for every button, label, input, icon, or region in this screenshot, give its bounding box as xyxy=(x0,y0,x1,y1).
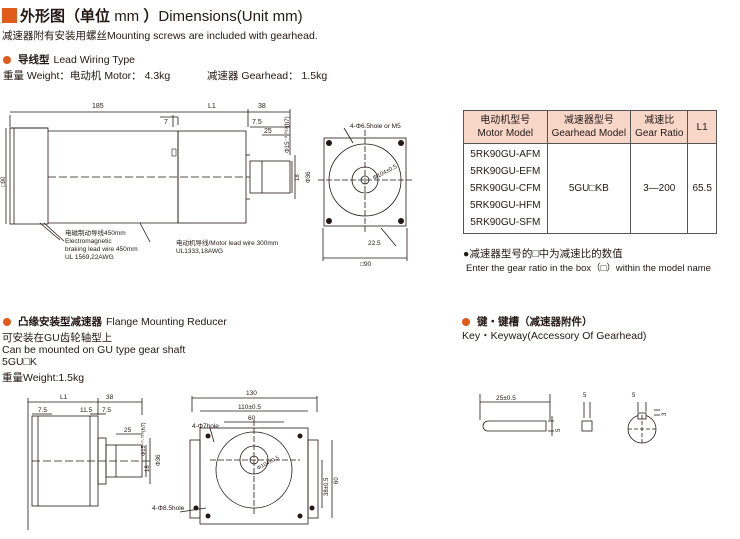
key-25: 25±0.5 xyxy=(496,395,516,402)
fdim-25: 25 xyxy=(124,427,132,434)
flange-line2: Can be mounted on GU type gear shaft xyxy=(2,344,186,356)
ffront-hole8: 4-Φ8.5hole xyxy=(152,505,185,512)
dim-18: 18 xyxy=(295,174,301,181)
th-ratio-cn: 减速比 xyxy=(644,115,675,126)
th-gear-en: Gearhead Model xyxy=(551,128,627,139)
motor-model: 5RK90GU-SFM xyxy=(470,217,541,228)
th-gear-cn: 减速器型号 xyxy=(563,115,614,126)
dim-7-5: 7.5 xyxy=(252,119,262,126)
dim-185: 185 xyxy=(92,103,104,110)
ffront-60v: 60 xyxy=(334,477,340,484)
motor-wire-ul: UL1333,18AWG xyxy=(176,248,223,255)
l1-value: 65.5 xyxy=(687,143,717,234)
title-en: Dimensions(Unit mm) xyxy=(158,8,303,25)
front-sq90: □90 xyxy=(360,261,372,268)
flange-heading: 凸缘安装型减速器 Flange Mounting Reducer xyxy=(3,314,227,329)
lead-weight-gear: 减速器 Gearhead： 1.5kg xyxy=(207,70,328,82)
th-motor-cn: 电动机型号 xyxy=(480,115,531,126)
brake-wire-en2: braking lead wire 450mm xyxy=(65,246,138,253)
front-hole-label: 4-Φ6.5hole or M5 xyxy=(350,123,401,130)
dim-l1: L1 xyxy=(208,103,216,110)
lead-weight-motor: 重量 Weight：电动机 Motor： 4.3kg xyxy=(3,70,171,82)
brake-wire-ul: UL 1569,22AWG xyxy=(65,254,114,261)
title-unit: mm xyxy=(114,8,140,25)
motor-model: 5RK90GU-AFM xyxy=(470,149,541,160)
brake-wire-en1: Electromagnetic xyxy=(65,238,112,245)
motor-front-drawing: 4-Φ6.5hole or M5 Φ104±0.5 22.5 □90 xyxy=(318,123,414,268)
note-en: Enter the gear ratio in the box（□）within… xyxy=(466,263,711,274)
dim-38: 38 xyxy=(258,103,266,110)
th-ratio-en: Gear Ratio xyxy=(635,128,684,139)
lead-heading-en: Lead Wiring Type xyxy=(53,53,136,66)
dim-phi36: Φ36 xyxy=(306,171,312,183)
fdim-7-5b: 7.5 xyxy=(102,407,111,414)
flange-heading-en: Flange Mounting Reducer xyxy=(106,315,227,328)
key-drawing: 25±0.5 5 5 5 3 xyxy=(479,393,668,444)
brake-wire-cn: 电磁制动导线450mm xyxy=(65,228,126,237)
key-heading-cn: 键・键槽（减速器附件） xyxy=(477,316,593,328)
ffront-hole7: 4-Φ7hole xyxy=(192,423,219,430)
ffront-pcd: Φ104±0.5 xyxy=(256,455,280,472)
dim-sq90: □90 xyxy=(1,176,7,187)
fdim-l1: L1 xyxy=(60,394,68,401)
flange-line1: 可安装在GU齿轮轴型上 xyxy=(2,332,113,344)
th-ratio: 减速比 Gear Ratio xyxy=(630,110,689,144)
key-heading: 键・键槽（减速器附件） xyxy=(462,314,597,329)
dim-7: 7 xyxy=(164,119,168,126)
fdim-phi36: Φ36 xyxy=(156,454,162,466)
th-l1: L1 xyxy=(687,110,717,144)
motor-model: 5RK90GU-HFM xyxy=(470,200,541,211)
subtitle: 减速器附有安装用螺丝Mounting screws are included w… xyxy=(2,30,318,42)
key-3: 3 xyxy=(662,412,668,416)
flange-line3: 5GU□K xyxy=(2,356,37,368)
note-cn: ●减速器型号的□中为减速比的数值 xyxy=(463,248,623,260)
ffront-38: 38±0.5 xyxy=(324,477,330,496)
dim-phi15: Φ15⁻⁰·⁰¹⁸(h7) xyxy=(284,116,291,153)
fdim-38: 38 xyxy=(106,394,114,401)
key-heading-en: Key・Keyway(Accessory Of Gearhead) xyxy=(462,330,647,342)
motor-wire-label: 电动机导线/Motor lead wire 300mm xyxy=(176,238,278,247)
gear-ratio: 3—200 xyxy=(630,143,689,234)
motor-model: 5RK90GU-CFM xyxy=(470,183,541,194)
ffront-130: 130 xyxy=(246,390,257,397)
flange-line4: 重量Weight:1.5kg xyxy=(2,372,85,384)
fdim-11-5: 11.5 xyxy=(80,407,93,414)
bullet-dot xyxy=(462,317,470,326)
title-close: ） xyxy=(143,8,159,25)
flange-front-drawing: 130 110±0.5 60 4-Φ7hole Φ104±0.5 4-Φ8.5h… xyxy=(152,390,340,525)
key-5a: 5 xyxy=(556,428,562,432)
title-marker xyxy=(2,8,17,23)
dim-25: 25 xyxy=(264,128,272,135)
bullet-dot xyxy=(3,317,11,326)
th-motor-en: Motor Model xyxy=(477,128,534,139)
title-cn: 外形图（单位 xyxy=(20,8,111,25)
fdim-18: 18 xyxy=(145,465,151,472)
front-d22-5: 22.5 xyxy=(368,240,381,247)
flange-side-drawing: L1 38 7.5 11.5 7.5 25 Φ15⁻⁰·⁰¹⁸(h7) 18 Φ… xyxy=(27,394,162,530)
title-text: 外形图（单位 mm ）Dimensions(Unit mm) xyxy=(20,5,303,26)
bullet-dot xyxy=(3,55,11,64)
ffront-110: 110±0.5 xyxy=(238,404,261,411)
lead-heading: 导线型 Lead Wiring Type xyxy=(3,52,135,67)
motor-model-list: 5RK90GU-AFM 5RK90GU-EFM 5RK90GU-CFM 5RK9… xyxy=(463,143,548,234)
lead-heading-cn: 导线型 xyxy=(18,54,50,66)
fdim-phi15: Φ15⁻⁰·⁰¹⁸(h7) xyxy=(140,422,147,456)
page-title: 外形图（单位 mm ）Dimensions(Unit mm) xyxy=(2,5,303,26)
key-5c: 5 xyxy=(632,393,636,399)
model-table: 电动机型号 Motor Model 减速器型号 Gearhead Model 减速比… xyxy=(463,110,717,234)
gearhead-model: 5GU□KB xyxy=(546,143,632,234)
flange-heading-cn: 凸缘安装型减速器 xyxy=(18,316,102,328)
key-5b: 5 xyxy=(583,393,587,399)
motor-model: 5RK90GU-EFM xyxy=(470,166,541,177)
th-motor: 电动机型号 Motor Model xyxy=(463,110,548,144)
fdim-7-5a: 7.5 xyxy=(38,407,47,414)
ffront-60: 60 xyxy=(248,415,256,422)
motor-side-drawing: 185 L1 38 7 7.5 25 Φ15⁻⁰·⁰¹⁸(h7) 18 Φ36 … xyxy=(1,103,312,261)
th-gear: 减速器型号 Gearhead Model xyxy=(546,110,632,144)
